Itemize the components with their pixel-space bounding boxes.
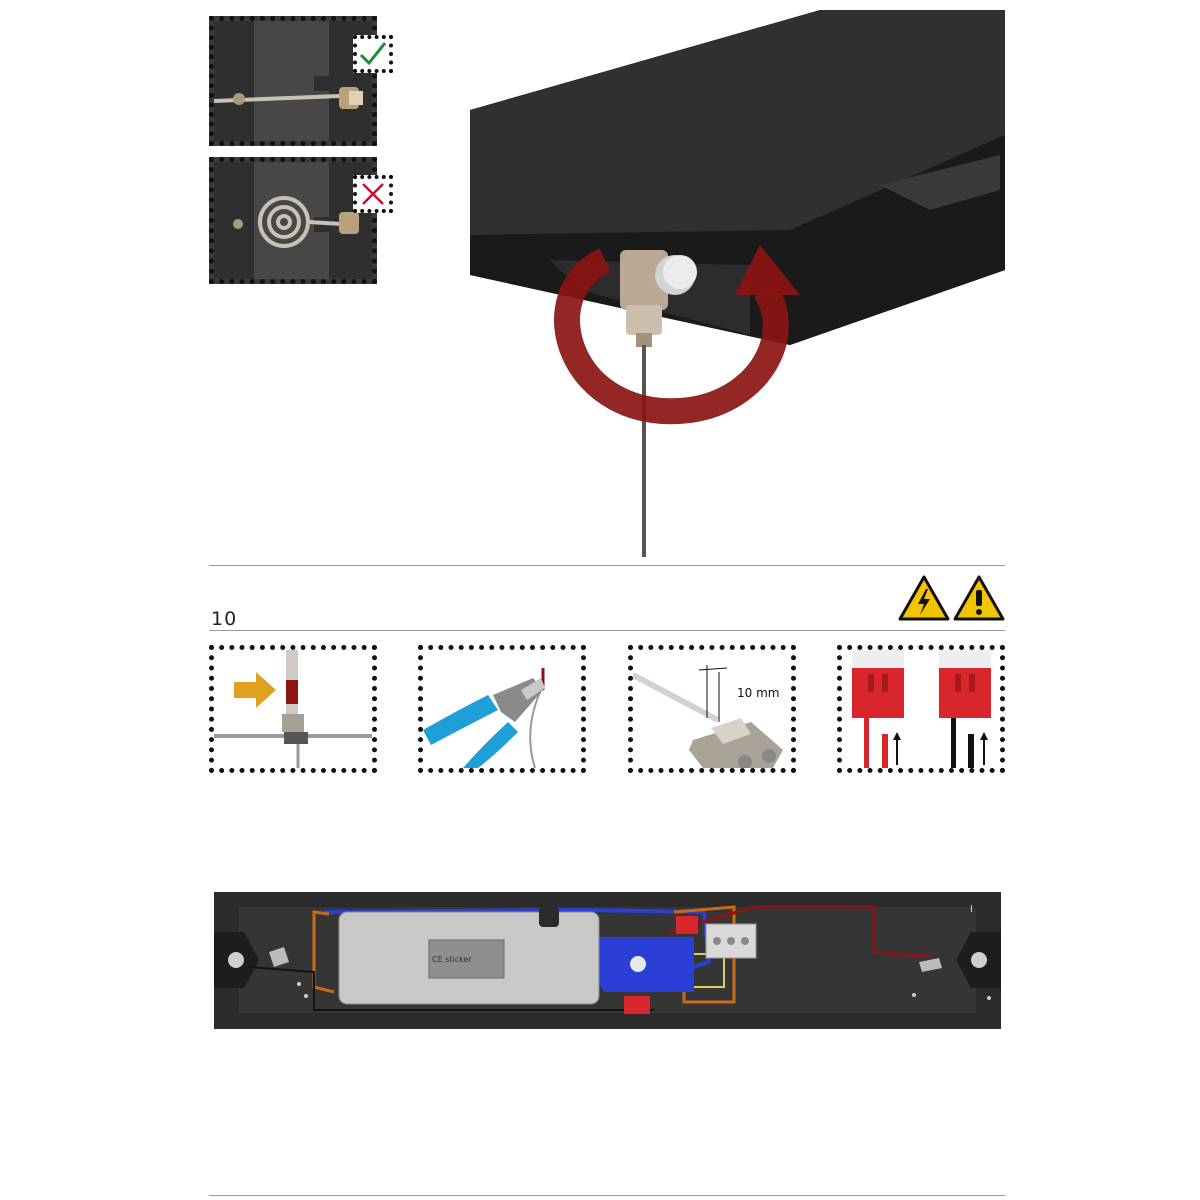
detail-panel-connectors	[837, 645, 1005, 773]
step-number: 10	[211, 608, 238, 630]
push-arrow-icon	[234, 672, 276, 708]
detail-panel-cable-clamp	[209, 645, 377, 773]
luminaire-rotation-illustration	[470, 10, 1005, 557]
ce-sticker-label: CE sticker	[432, 955, 472, 964]
detail-panel-wire-cutter	[418, 645, 586, 773]
luminaire-wiring-diagram	[214, 892, 1001, 1029]
detail-panel-strip-length: 10 mm	[628, 645, 796, 773]
connector-top	[676, 916, 698, 934]
general-warning-icon	[953, 575, 1005, 621]
high-voltage-warning-icon	[898, 575, 950, 621]
ce-sticker-box	[428, 939, 505, 979]
right-suspension-point	[971, 952, 987, 968]
correct-badge	[353, 35, 393, 73]
correct-cable-thumbnail	[209, 16, 377, 146]
left-suspension-point	[228, 952, 244, 968]
strip-length-label: 10 mm	[737, 686, 780, 700]
step-header-rule	[209, 630, 1005, 631]
wrong-badge	[353, 175, 393, 213]
section-divider-top	[209, 565, 1005, 566]
corner-mark: I	[970, 904, 973, 915]
wrong-cable-thumbnail	[209, 157, 377, 284]
cross-mark-icon	[362, 183, 384, 205]
check-mark-icon	[359, 42, 387, 66]
section-divider-bottom	[209, 1195, 1005, 1196]
connector-bottom	[624, 996, 650, 1014]
